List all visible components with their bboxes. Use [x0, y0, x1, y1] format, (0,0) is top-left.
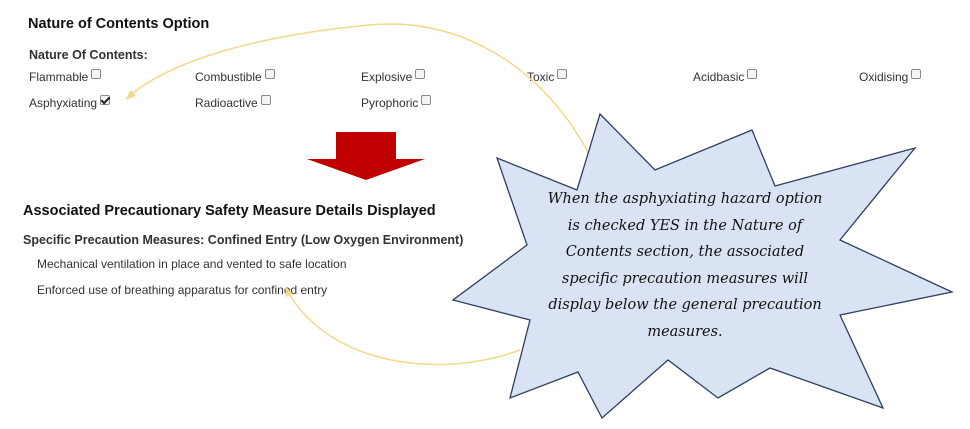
connector-arrowhead-icon [285, 286, 293, 297]
checkbox-radioactive[interactable] [260, 95, 271, 105]
connector-arrowhead-icon [125, 90, 136, 100]
option-label: Acidbasic [693, 70, 745, 84]
callout-text: When the asphyxiating hazard option is c… [547, 191, 823, 340]
checkbox-oxidising[interactable] [911, 69, 922, 79]
option-label: Oxidising [859, 70, 909, 84]
option-label: Combustible [195, 70, 262, 84]
option-label: Toxic [527, 70, 555, 84]
nature-of-contents-label: Nature Of Contents: [29, 48, 148, 62]
option-label: Explosive [361, 70, 413, 84]
checkbox-acidbasic[interactable] [747, 69, 758, 79]
specific-precaution-heading: Specific Precaution Measures: Confined E… [23, 233, 464, 247]
callout-starburst [451, 112, 955, 420]
down-arrow-icon [307, 132, 425, 180]
checkbox-toxic[interactable] [557, 69, 568, 79]
option-label: Flammable [29, 70, 89, 84]
option-explosive[interactable]: Explosive [361, 69, 426, 84]
option-pyrophoric[interactable]: Pyrophoric [361, 95, 432, 110]
option-flammable[interactable]: Flammable [29, 69, 102, 84]
option-combustible[interactable]: Combustible [195, 69, 275, 84]
checkbox-pyrophoric[interactable] [421, 95, 432, 105]
option-label: Asphyxiating [29, 96, 98, 110]
option-acidbasic[interactable]: Acidbasic [693, 69, 758, 84]
option-toxic[interactable]: Toxic [527, 69, 568, 84]
option-label: Pyrophoric [361, 96, 419, 110]
checkbox-combustible[interactable] [264, 69, 275, 79]
precaution-details-title: Associated Precautionary Safety Measure … [23, 203, 436, 219]
nature-of-contents-title: Nature of Contents Option [28, 16, 210, 32]
option-asphyxiating[interactable]: Asphyxiating [29, 95, 111, 110]
option-oxidising[interactable]: Oxidising [859, 69, 922, 84]
checkbox-asphyxiating[interactable] [100, 95, 111, 105]
checkbox-explosive[interactable] [415, 69, 426, 79]
option-label: Radioactive [195, 96, 258, 110]
connector-bottom [287, 291, 521, 366]
checkbox-flammable[interactable] [91, 69, 102, 79]
precaution-measure-item: Enforced use of breathing apparatus for … [37, 283, 328, 297]
connector-top [126, 23, 601, 179]
precaution-measure-item: Mechanical ventilation in place and vent… [37, 257, 347, 271]
option-radioactive[interactable]: Radioactive [195, 95, 271, 110]
